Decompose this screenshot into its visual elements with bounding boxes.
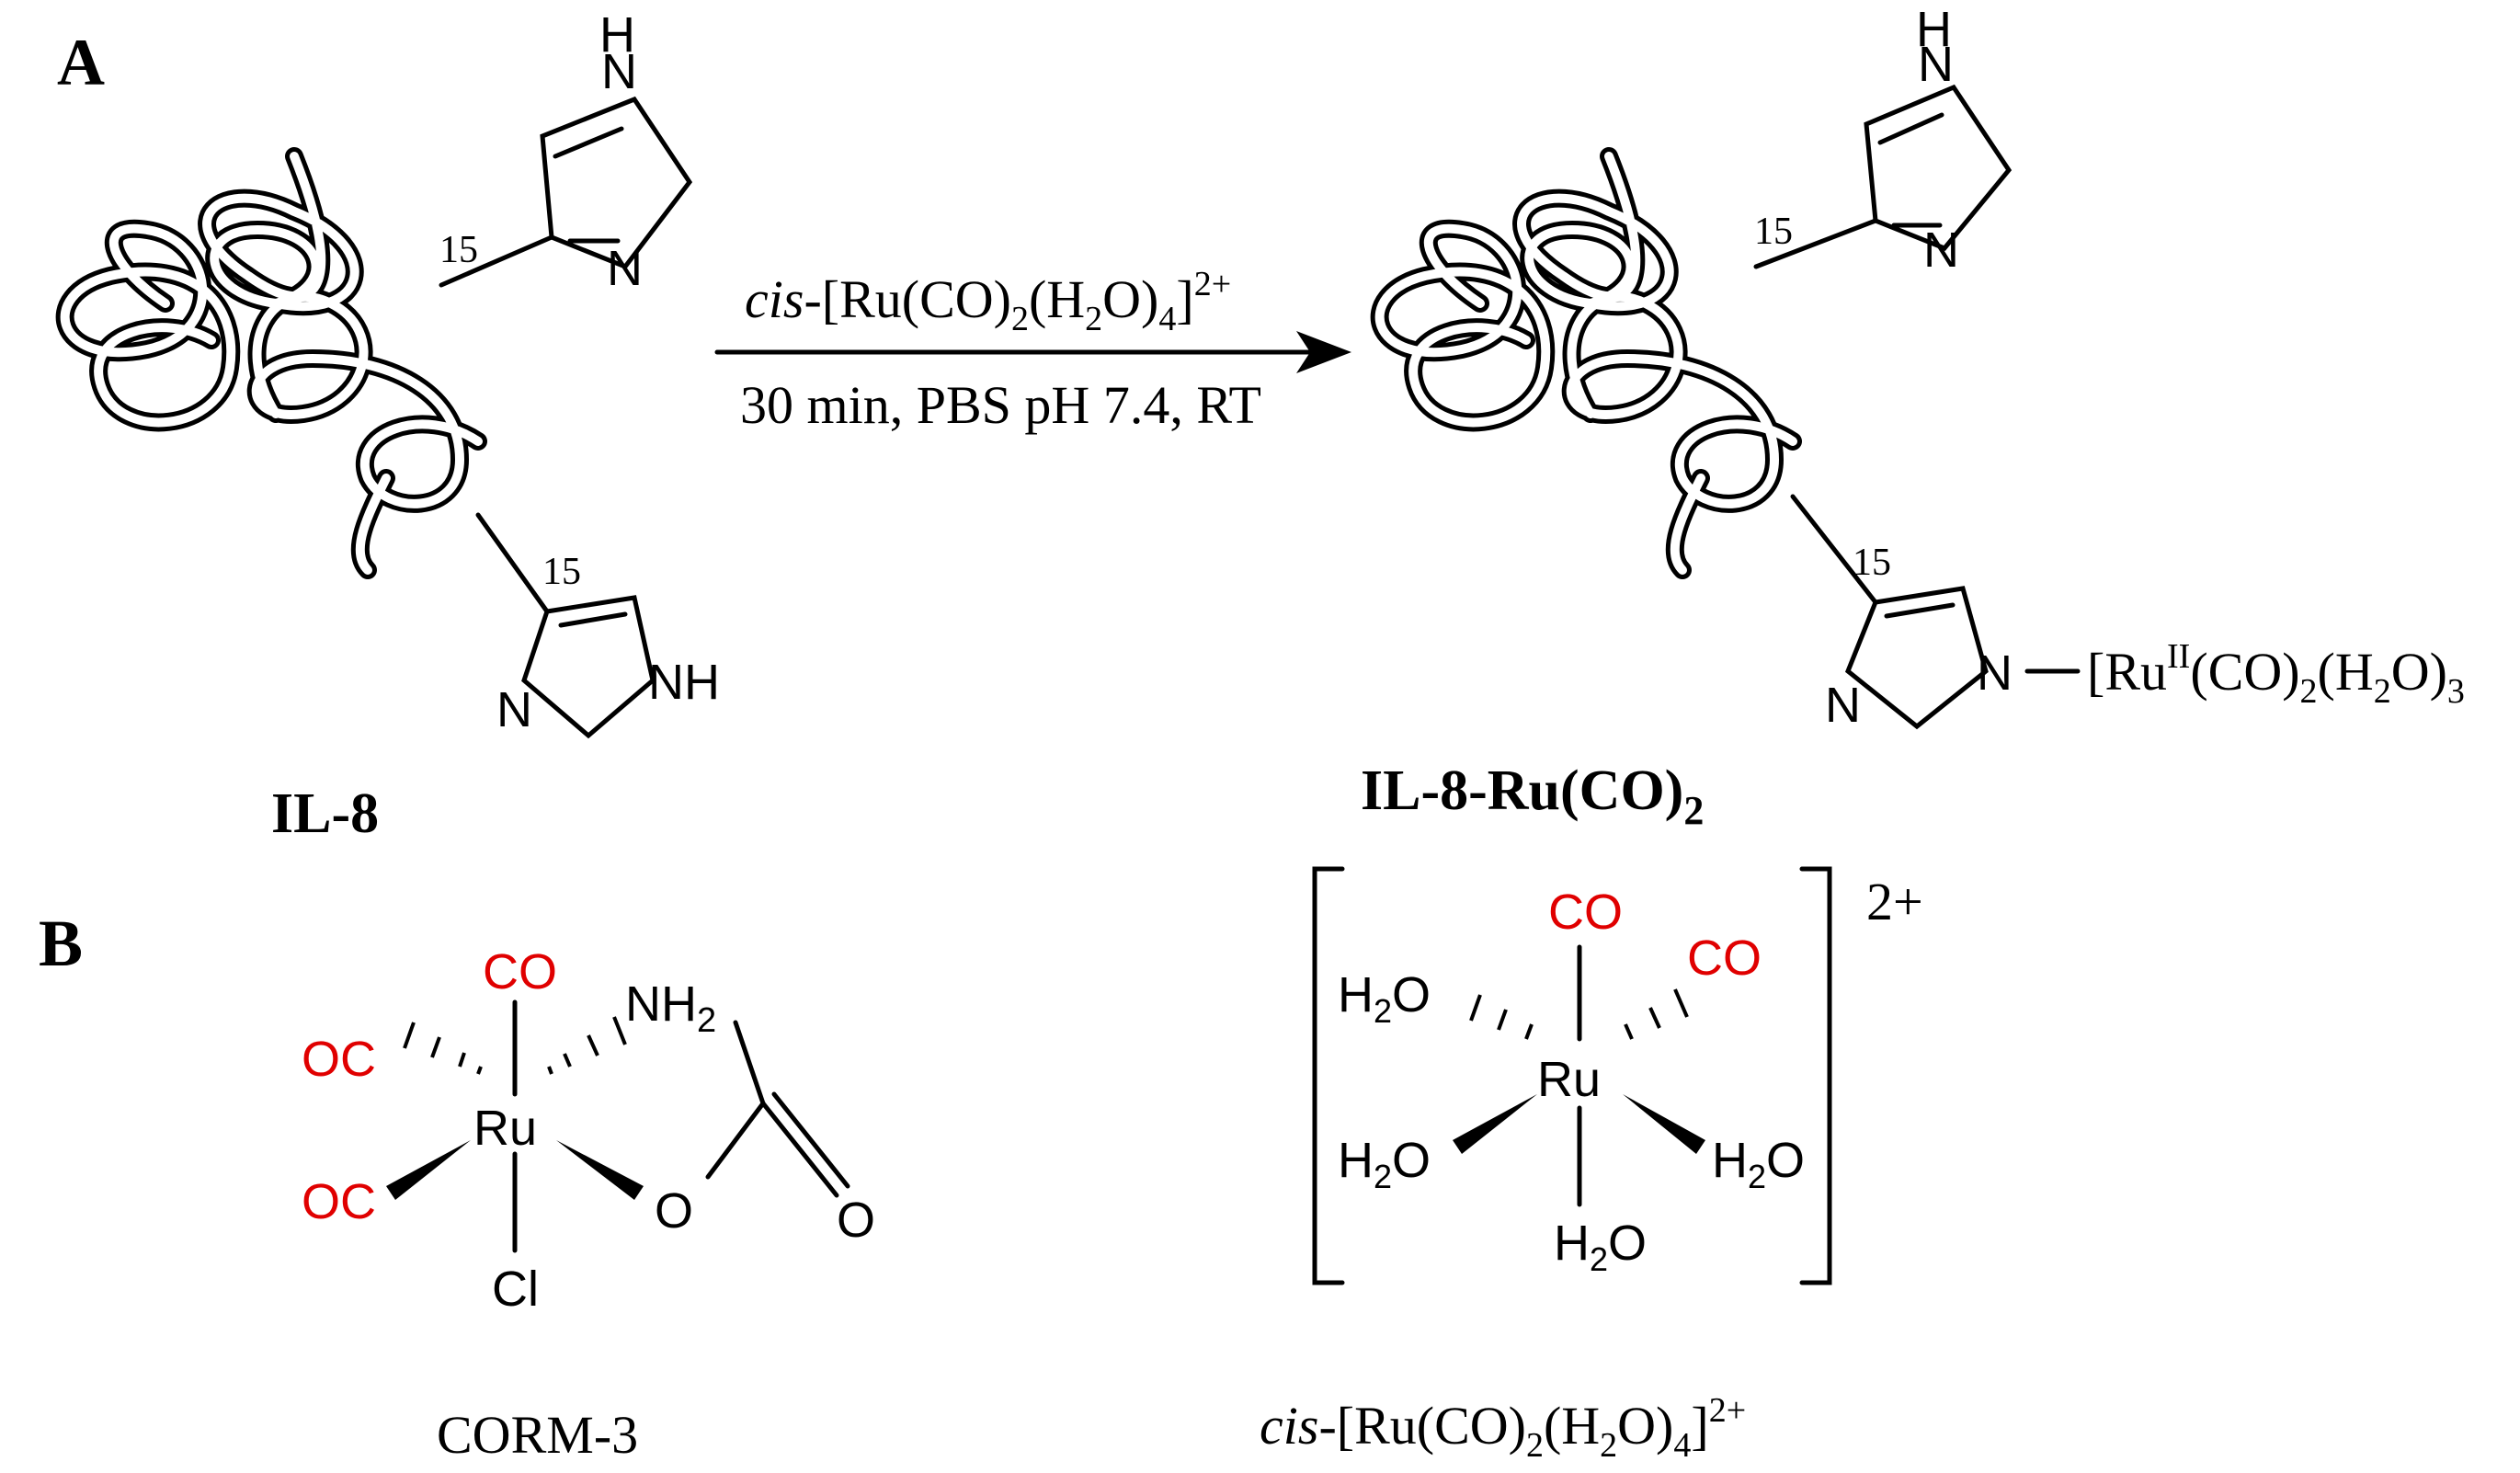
product-nh-label: N bbox=[1918, 37, 1954, 92]
complex-h2o-topleft: H2O bbox=[1338, 967, 1431, 1030]
product-residue-top: 15 bbox=[1754, 211, 1793, 253]
corm3-cl: Cl bbox=[492, 1262, 539, 1317]
complex-structure: 2+ Ru CO CO H2O H2O H2O H2O bbox=[1312, 866, 1923, 1285]
il8-name: IL-8 bbox=[271, 782, 379, 845]
product-residue-bottom: 15 bbox=[1853, 542, 1891, 584]
complex-h2o-bottom: H2O bbox=[1554, 1216, 1647, 1278]
reaction-conditions: 30 min, PBS pH 7.4, RT bbox=[740, 375, 1261, 435]
corm3-o-carbonyl: O bbox=[837, 1193, 875, 1248]
product-n-label-bottom: N bbox=[1825, 678, 1861, 733]
complex-co-top: CO bbox=[1548, 885, 1623, 940]
imidazole-n-label-bottom: N bbox=[496, 682, 532, 737]
il8-imidazole-bottom: N NH 15 bbox=[475, 512, 720, 739]
residue-number-top: 15 bbox=[439, 229, 478, 271]
product-helix-diagram bbox=[1380, 156, 1793, 570]
imidazole-nh-label: N bbox=[601, 44, 637, 99]
complex-ru: Ru bbox=[1537, 1052, 1601, 1107]
corm3-o-ester: O bbox=[655, 1183, 693, 1239]
product-imidazole-top: N H N 15 bbox=[1753, 2, 2013, 278]
product-name: IL-8-Ru(CO)2 bbox=[1361, 759, 1704, 833]
product-h-label: H bbox=[1916, 2, 1952, 57]
corm3-ru: Ru bbox=[473, 1101, 537, 1156]
panel-label-a: A bbox=[57, 26, 105, 99]
imidazole-nh-label-bottom: NH bbox=[648, 655, 720, 710]
corm3-oc-top: OC bbox=[302, 1032, 376, 1087]
residue-number-bottom: 15 bbox=[542, 551, 581, 593]
corm3-nh2: NH2 bbox=[625, 976, 716, 1040]
corm3-structure: Ru CO OC OC NH2 O O Cl bbox=[302, 944, 875, 1317]
product-ru-fragment: [RuII(CO)2(H2O)3 bbox=[2087, 637, 2465, 711]
complex-h2o-right: H2O bbox=[1712, 1133, 1805, 1195]
corm3-oc-bottom: OC bbox=[302, 1174, 376, 1229]
complex-charge: 2+ bbox=[1866, 872, 1923, 931]
complex-name: cis-[Ru(CO)2(H2O)4]2+ bbox=[1260, 1391, 1746, 1465]
il8-imidazole-top: N H N 15 bbox=[439, 7, 693, 296]
il8-helix-diagram bbox=[65, 156, 478, 570]
imidazole-h-label: H bbox=[599, 7, 635, 63]
corm3-co: CO bbox=[483, 944, 557, 999]
panel-label-b: B bbox=[39, 907, 83, 980]
complex-h2o-left: H2O bbox=[1338, 1133, 1431, 1195]
corm3-name: CORM-3 bbox=[437, 1405, 638, 1465]
product-imidazole-bottom: N N 15 bbox=[1790, 494, 2081, 733]
product-n-ru-label: N bbox=[1977, 645, 2013, 701]
reaction-reagent: cis-[Ru(CO)2(H2O)4]2+ bbox=[745, 265, 1231, 338]
complex-co-right: CO bbox=[1687, 931, 1762, 986]
product-n-label: N bbox=[1923, 223, 1959, 278]
imidazole-n-label: N bbox=[607, 241, 643, 296]
reaction-arrow bbox=[714, 331, 1351, 373]
